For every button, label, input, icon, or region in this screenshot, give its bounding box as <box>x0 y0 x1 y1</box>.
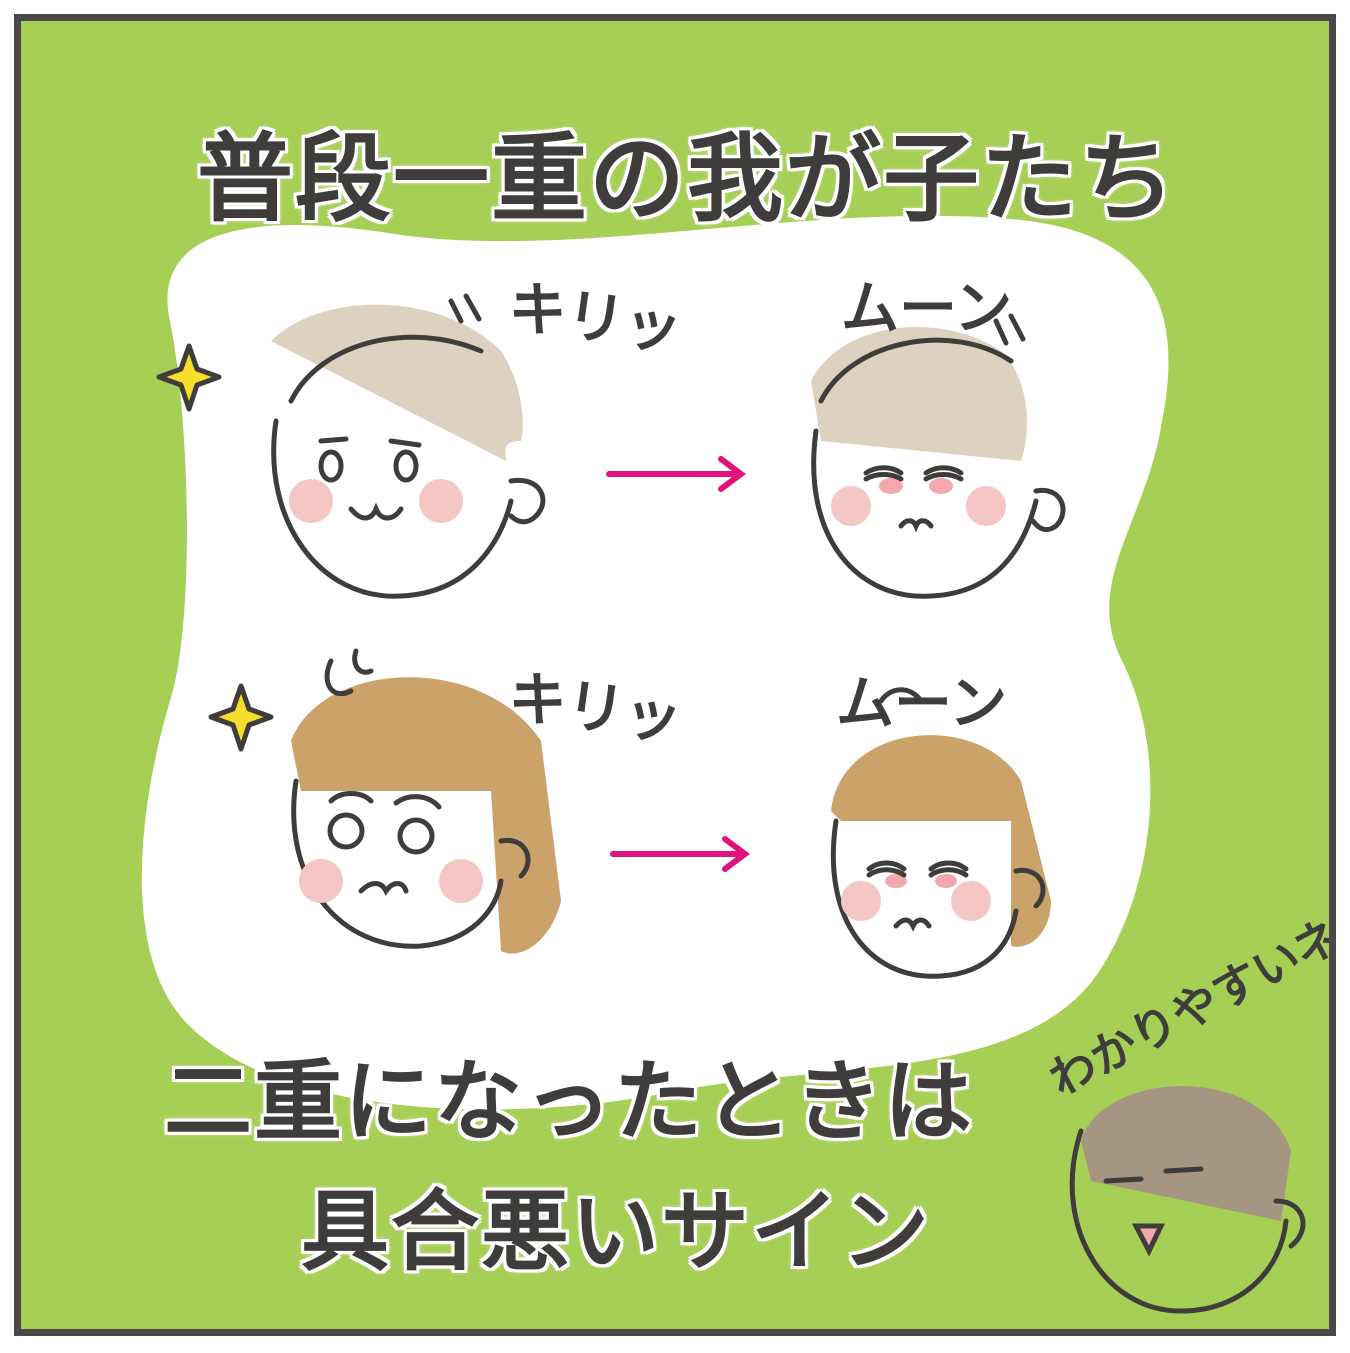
boy-face-normal <box>271 293 546 599</box>
girl-face-normal <box>291 648 561 954</box>
comic-title: 普段一重の我が子たち <box>197 123 1177 235</box>
comic-panel: 普段一重の我が子たち キリッ ムーン キリッ ムーン 二重になったときは 具合悪… <box>14 14 1336 1336</box>
mom-face <box>1069 1086 1306 1314</box>
sparkle-icon-bottom <box>208 683 274 752</box>
boy-face-tired <box>811 313 1066 599</box>
sparkle-icon-top <box>156 343 222 412</box>
arrow-icon-top <box>606 456 746 492</box>
arrow-icon-bottom <box>610 836 750 872</box>
sfx-moon-top: ムーン <box>841 274 1013 342</box>
sfx-moon-bottom: ムーン <box>836 669 1008 737</box>
panel-illustration <box>141 215 1306 1314</box>
caption-line-1: 二重になったときは <box>164 1050 975 1153</box>
girl-face-tired <box>830 687 1051 979</box>
caption-line-2: 具合悪いサイン <box>301 1180 932 1283</box>
